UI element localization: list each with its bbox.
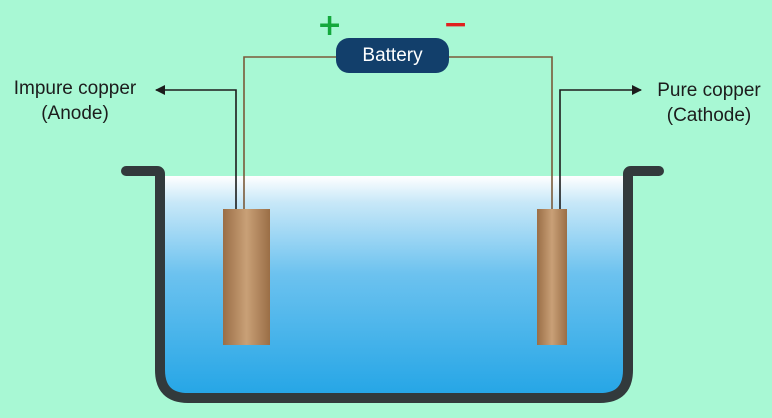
anode-pointer-arrow bbox=[155, 85, 237, 209]
electrolyte-solution bbox=[164, 176, 624, 394]
cathode-label-line2: (Cathode) bbox=[666, 105, 752, 126]
cathode-electrode bbox=[537, 209, 567, 345]
electrolytic-tank bbox=[121, 166, 664, 403]
cathode-label-line1: Pure copper bbox=[657, 80, 761, 101]
cathode-label: Pure copper (Cathode) bbox=[648, 78, 770, 128]
anode-label: Impure copper (Anode) bbox=[4, 76, 146, 126]
anode-label-line1: Impure copper bbox=[13, 78, 137, 99]
cathode-pointer-arrow bbox=[559, 85, 642, 209]
positive-terminal-sign: + bbox=[317, 8, 343, 43]
battery-label: Battery bbox=[362, 45, 423, 66]
cathode-wire bbox=[448, 56, 553, 209]
anode-wire bbox=[243, 56, 337, 209]
battery: Battery bbox=[336, 38, 449, 73]
anode-electrode bbox=[223, 209, 270, 345]
anode-label-line2: (Anode) bbox=[41, 103, 109, 124]
negative-terminal-sign: − bbox=[443, 7, 469, 42]
